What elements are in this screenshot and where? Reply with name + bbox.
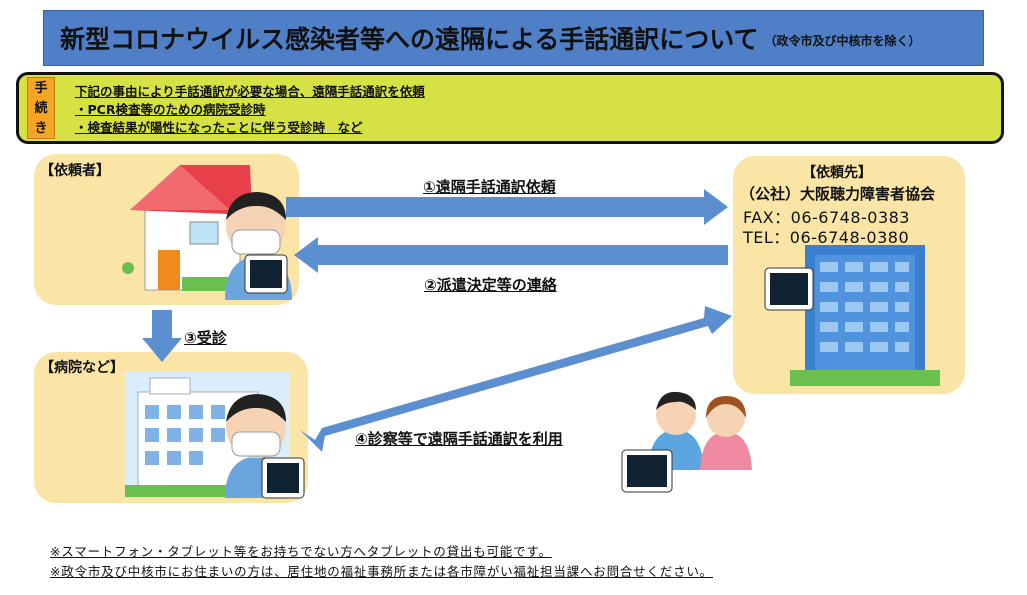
interpreters-illustration — [621, 391, 752, 493]
requester-person — [225, 192, 292, 300]
step2-label: ②派遣決定等の連絡 — [424, 276, 557, 294]
procedure-line: ・PCR検査等のための病院受診時 — [75, 102, 266, 117]
procedure-text: 下記の事由により手話通訳が必要な場合、遠隔手話通訳を依頼 ・PCR検査等のための… — [75, 83, 425, 137]
title-banner: 新型コロナウイルス感染者等への遠隔による手話通訳について （政令市及び中核市を除… — [43, 10, 984, 66]
arrow-step4 — [300, 306, 732, 452]
procedure-line: ・検査結果が陽性になったことに伴う受診時 など — [75, 120, 363, 135]
hospital-person — [225, 394, 305, 499]
note-line: ※スマートフォン・タブレット等をお持ちでない方へタブレットの貸出も可能です。 — [50, 544, 552, 559]
note-line: ※政令市及び中核市にお住まいの方は、居住地の福祉事務所または各市障がい福祉担当課… — [50, 564, 713, 579]
arrow-step1 — [286, 189, 728, 225]
house-illustration — [122, 165, 252, 291]
procedure-label-char: き — [34, 120, 48, 136]
destination-org: （公社）大阪聴力障害者協会 — [740, 185, 936, 203]
step4-label: ④診察等で遠隔手話通訳を利用 — [355, 430, 563, 448]
procedure-label-char: 手 — [34, 80, 48, 96]
requester-label: 【依頼者】 — [40, 163, 110, 179]
destination-label: 【依頼先】 — [802, 165, 872, 181]
arrows — [142, 189, 732, 452]
arrow-step3 — [142, 310, 182, 362]
office-building-illustration — [764, 245, 940, 386]
procedure-label: 手 続 き — [27, 77, 55, 139]
procedure-label-char: 続 — [34, 100, 48, 116]
procedure-box: 手 続 き 下記の事由により手話通訳が必要な場合、遠隔手話通訳を依頼 ・PCR検… — [16, 72, 1004, 144]
page-subtitle: （政令市及び中核市を除く） — [764, 33, 921, 48]
hospital-label: 【病院など】 — [40, 360, 124, 376]
step1-label: ①遠隔手話通訳依頼 — [423, 178, 556, 196]
step3-label: ③受診 — [184, 329, 227, 347]
arrow-step2 — [294, 237, 728, 273]
procedure-line: 下記の事由により手話通訳が必要な場合、遠隔手話通訳を依頼 — [75, 84, 425, 99]
destination-fax: FAX：06-6748-0383 — [743, 208, 910, 227]
destination-tel: TEL：06-6748-0380 — [743, 228, 910, 247]
page-title: 新型コロナウイルス感染者等への遠隔による手話通訳について — [60, 25, 759, 54]
